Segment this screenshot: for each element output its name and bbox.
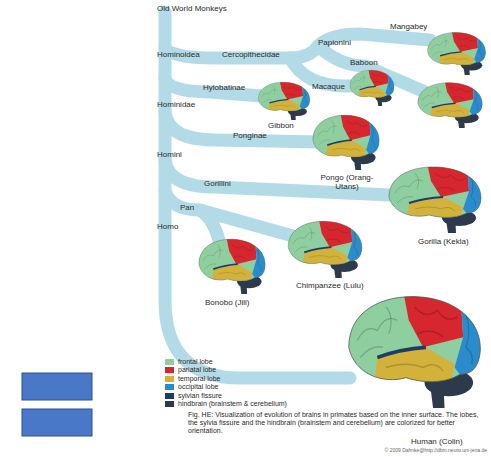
figure-caption: Fig. HE: Visualization of evolution of b… [188, 411, 486, 435]
species-label: Gibbon [268, 121, 294, 130]
species-label: Chimpanzee (Lulu) [296, 281, 364, 290]
species-label: Gorilla (Kekla) [418, 237, 469, 246]
taxon-label: Cercopithecidae [222, 50, 280, 59]
legend-text: hindbrain (brainstem & cerebellum) [178, 400, 287, 408]
legend-text: pariatal lobe [178, 366, 216, 374]
taxon-label: Gorillini [204, 179, 231, 188]
legend-swatch [165, 376, 174, 382]
legend-swatch [165, 367, 174, 373]
taxon-label: Hominoidea [157, 50, 200, 59]
taxon-label: Ponginae [233, 131, 267, 140]
taxon-label: Pan [180, 203, 194, 212]
species-label: Pongo (Orang-Utans) [315, 173, 379, 191]
species-label: Human (Colin) [411, 437, 463, 446]
taxon-label: Hylobatinae [203, 83, 245, 92]
species-label: Bonobo (Jill) [205, 298, 249, 307]
legend-swatch [165, 384, 174, 390]
legend-swatch [165, 401, 174, 407]
legend-swatch [165, 393, 174, 399]
taxon-label: Papionini [318, 38, 351, 47]
taxon-label: Hominidae [157, 100, 195, 109]
watermark: © 2009 Dahnke@http://dbm.neuro.uni-jena.… [385, 447, 487, 453]
legend-text: sylvian fissure [178, 392, 222, 400]
species-label: Baboon [350, 58, 378, 67]
legend-text: temporal lobe [178, 375, 220, 383]
taxon-label: Old World Monkeys [157, 4, 227, 13]
species-label: Macaque [312, 82, 345, 91]
legend-text: frontal lobe [178, 358, 213, 366]
taxon-label: Homo [157, 222, 178, 231]
brain-figures [196, 30, 488, 408]
legend-swatch [165, 359, 174, 365]
blue-rectangle [22, 373, 92, 436]
species-label: Mangabey [390, 22, 427, 31]
legend-text: occipital lobe [178, 383, 218, 391]
taxon-label: Homini [157, 150, 182, 159]
